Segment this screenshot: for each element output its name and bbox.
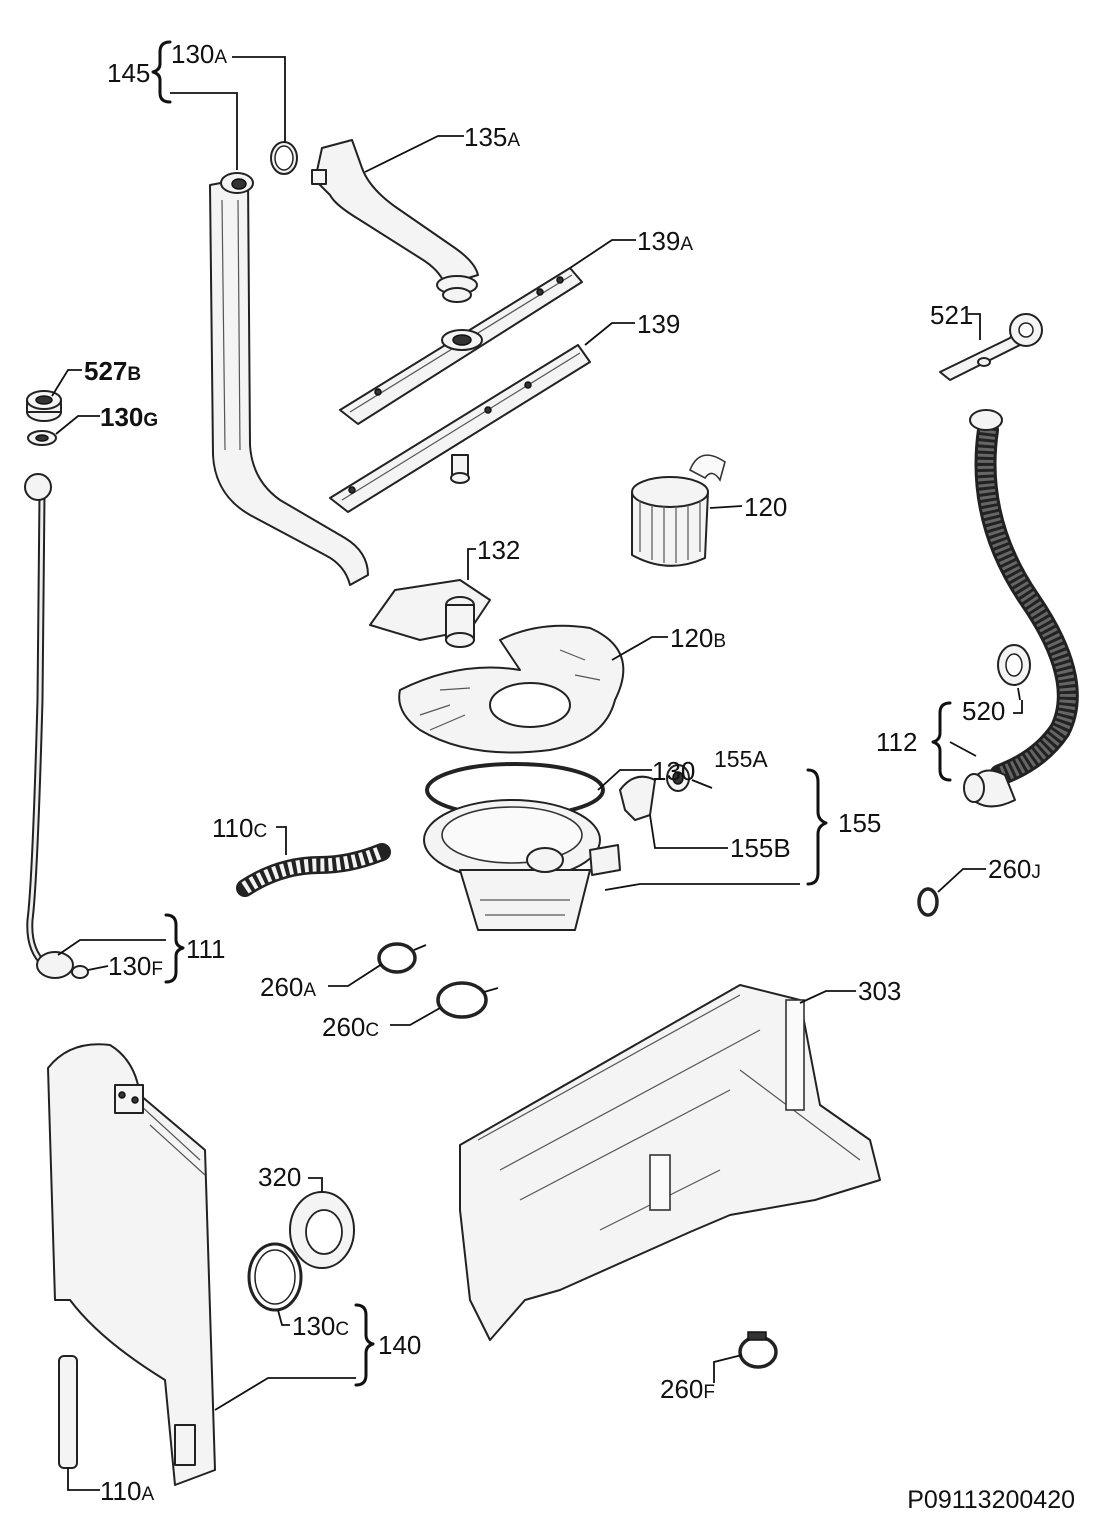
callout-132: 132 — [477, 535, 520, 565]
callout-130c: 130C — [292, 1311, 349, 1341]
callout-155b: 155B — [730, 833, 791, 863]
drawing-code: P09113200420 — [907, 1486, 1075, 1514]
washer-part — [27, 430, 57, 446]
callout-130g: 130G — [100, 402, 158, 432]
callout-145: 145 — [107, 58, 150, 88]
gasket-part — [289, 1191, 355, 1269]
hose-clamp-j-part — [917, 887, 939, 917]
valve-cover-part — [619, 775, 656, 821]
callout-155a: 155A — [714, 746, 768, 772]
base-frame-part — [459, 984, 881, 1341]
callout-260j: 260J — [988, 854, 1041, 884]
o-ring-part — [270, 141, 298, 175]
corrugated-hose-part — [236, 843, 391, 897]
callout-527b: 527B — [84, 356, 141, 386]
valve-part — [666, 764, 690, 792]
leader-lines — [51, 40, 1023, 1491]
callout-111: 111 — [186, 934, 226, 964]
upper-arm-pipe-part — [311, 139, 479, 303]
callout-110c: 110C — [212, 813, 267, 843]
hose-clamp-a-part — [377, 942, 427, 974]
callout-320: 320 — [258, 1162, 301, 1192]
callout-260c: 260C — [322, 1012, 379, 1042]
inlet-hose-part — [24, 473, 89, 979]
callout-155: 155 — [838, 808, 881, 838]
callout-260a: 260A — [260, 972, 316, 1002]
callout-260f: 260F — [660, 1374, 715, 1404]
filter-part — [631, 454, 726, 567]
lower-spray-arm-part — [329, 344, 591, 513]
sensor-part — [369, 579, 491, 648]
filter-plate-part — [398, 624, 625, 754]
sump-assembly-part — [423, 799, 621, 931]
callout-120b: 120B — [670, 623, 726, 653]
hose-clip-part — [997, 644, 1031, 686]
callout-120: 120 — [744, 492, 787, 522]
upper-spray-arm-part — [339, 267, 583, 425]
hose-clamp-c-part — [436, 981, 499, 1019]
callout-110a: 110A — [100, 1476, 154, 1506]
callout-140: 140 — [378, 1330, 421, 1360]
hose-bracket-part — [939, 313, 1043, 381]
callout-139: 139 — [637, 309, 680, 339]
callout-112: 112 — [876, 727, 917, 757]
callout-520: 520 — [962, 696, 1005, 726]
callout-130a: 130A — [171, 39, 227, 69]
short-tube-part — [58, 1355, 78, 1469]
water-tank-part — [47, 1043, 216, 1486]
callout-139a: 139A — [637, 226, 693, 256]
callout-135a: 135A — [464, 122, 520, 152]
supply-pipe-part — [209, 172, 369, 586]
nut-part — [26, 390, 62, 422]
callout-521: 521 — [930, 300, 973, 330]
hose-clamp-f-part — [738, 1331, 778, 1369]
seal-ring-part — [247, 1242, 303, 1312]
drain-hose-part — [963, 409, 1079, 808]
callout-303: 303 — [858, 976, 901, 1006]
callout-130f: 130F — [108, 951, 163, 981]
callout-130: 130 — [652, 756, 695, 786]
